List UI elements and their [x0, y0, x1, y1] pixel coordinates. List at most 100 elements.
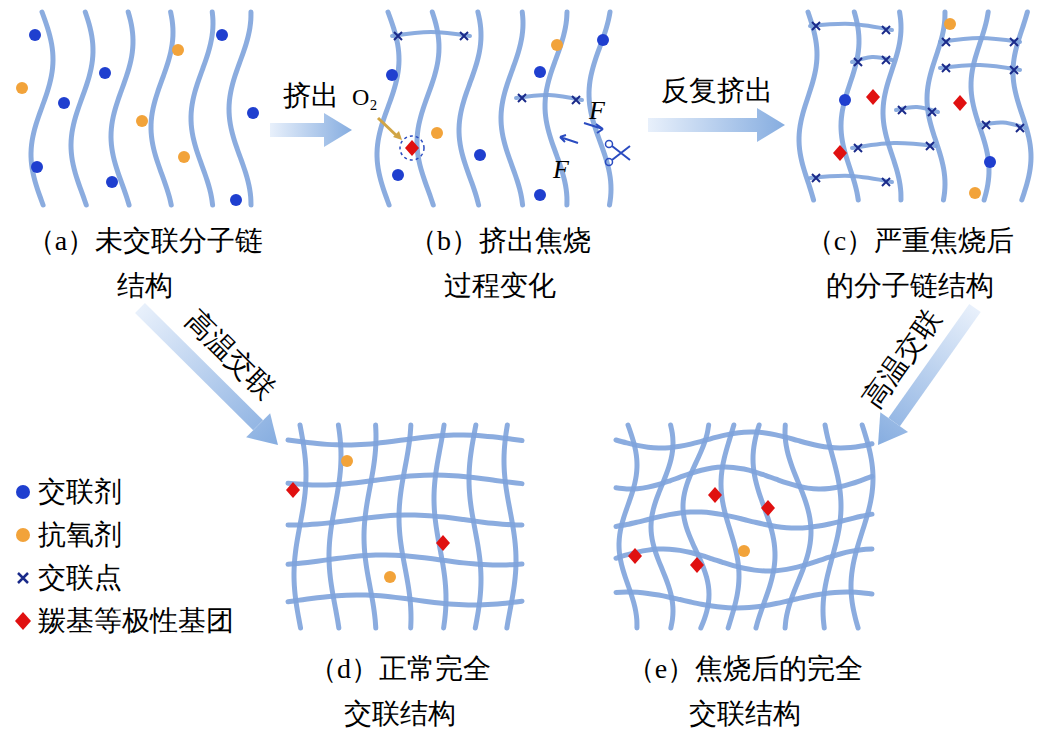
panel: （a）未交联分子链 结构 — [20, 8, 270, 308]
crosslink-point — [882, 178, 890, 186]
molecular-chain — [501, 12, 523, 205]
molecular-chain — [940, 65, 1020, 70]
figure-area — [400, 415, 401, 646]
crosslinker-dot — [534, 66, 546, 78]
crosslinker-dot — [597, 34, 609, 46]
crosslink-point — [1010, 38, 1018, 46]
antioxidant-dot — [969, 187, 981, 199]
crosslinker-dot — [386, 69, 398, 81]
crosslinker-dot — [58, 97, 70, 109]
molecular-chain — [288, 595, 522, 605]
crosslink-point — [460, 32, 468, 40]
crosslinker-dot — [534, 189, 546, 201]
panel-d-figure — [286, 425, 522, 628]
crosslink-point — [1010, 66, 1018, 74]
crosslinker-dot — [230, 194, 242, 206]
antioxidant-dot — [551, 39, 563, 51]
crosslink-point — [928, 108, 936, 116]
antioxidant-dot — [944, 18, 956, 30]
antioxidant-dot — [172, 44, 184, 56]
polar-group — [690, 557, 704, 573]
legend-swatch — [12, 567, 34, 589]
molecular-chain — [616, 467, 872, 489]
molecular-chain — [151, 12, 173, 205]
crosslinker-dot — [216, 29, 228, 41]
antioxidant-dot — [341, 455, 353, 467]
antioxidant-dot — [384, 571, 396, 583]
arrow-shaft — [648, 118, 757, 132]
panel-caption: （c）严重焦烧后 的分子链结构 — [804, 218, 1016, 308]
legend-text: 羰基等极性基团 — [38, 599, 234, 642]
crosslink-point — [882, 56, 890, 64]
arrow-head — [757, 108, 785, 142]
force-label: F — [589, 96, 605, 126]
legend-swatch — [12, 610, 34, 632]
molecular-chain — [434, 425, 446, 628]
force-label: F — [553, 155, 569, 185]
polar-group — [405, 140, 419, 156]
legend-swatch — [12, 524, 34, 546]
legend: 交联剂抗氧剂交联点羰基等极性基团 — [12, 470, 234, 642]
oxygen-arrow — [378, 118, 398, 137]
polar-group — [708, 487, 722, 503]
molecular-chain — [851, 425, 873, 628]
molecular-chain — [940, 38, 1020, 42]
panel-caption: （e）焦烧后的完全 交联结构 — [625, 646, 865, 729]
molecular-chain — [841, 12, 859, 200]
crosslink-point — [812, 174, 820, 182]
legend-text: 抗氧剂 — [38, 513, 122, 556]
molecular-chain — [616, 432, 872, 448]
legend-text: 交联点 — [38, 556, 122, 599]
molecular-chain — [721, 425, 739, 628]
panel-c-figure — [799, 12, 1031, 200]
panel: （d）正常完全 交联结构 — [278, 415, 522, 729]
polar-group — [436, 535, 450, 551]
crosslink-point — [394, 32, 402, 40]
molecular-chain — [459, 12, 481, 205]
molecular-chain — [417, 12, 439, 205]
arrow-head — [878, 412, 908, 445]
oxygen-arrowhead — [393, 131, 402, 140]
legend-swatch — [12, 481, 34, 503]
crosslink-point — [812, 22, 820, 30]
crosslink-point — [518, 94, 526, 102]
antioxidant-dot — [431, 127, 443, 139]
panel-caption: （a）未交联分子链 结构 — [25, 218, 265, 308]
legend-item: 羰基等极性基团 — [12, 599, 234, 642]
polar-group — [866, 89, 880, 105]
molecular-chain — [810, 176, 892, 182]
molecular-chain — [799, 12, 817, 200]
crosslink-point — [942, 38, 950, 46]
arrow-label: 高温交联 — [179, 304, 281, 406]
panel-a-figure — [16, 12, 259, 206]
molecular-chain — [288, 515, 522, 525]
polar-group — [761, 500, 775, 516]
panel-caption: （d）正常完全 交联结构 — [308, 646, 493, 729]
process-arrow — [270, 113, 352, 147]
molecular-chain — [111, 12, 133, 205]
molecular-chain — [392, 32, 470, 36]
polar-group — [628, 548, 642, 564]
arrow-head — [324, 113, 352, 147]
panel-b-figure — [377, 12, 630, 205]
arrow-label: 高温交联 — [857, 304, 948, 414]
oxygen-label: O₂ — [352, 84, 378, 111]
antioxidant-dot — [178, 151, 190, 163]
molecular-chain — [810, 24, 892, 30]
crosslink-point — [926, 142, 934, 150]
panel: （b）挤出焦烧 过程变化 — [352, 8, 648, 308]
polar-group — [286, 482, 300, 498]
crosslink-point — [854, 58, 862, 66]
molecular-chain — [469, 425, 481, 628]
panel: （c）严重焦烧后 的分子链结构 — [785, 8, 1035, 308]
crosslinker-dot — [247, 107, 259, 119]
molecular-chain — [71, 12, 93, 205]
crosslink-point — [572, 96, 580, 104]
crosslinker-dot — [106, 176, 118, 188]
figure-area — [145, 8, 146, 218]
legend-text: 交联剂 — [38, 470, 122, 513]
molecular-chain — [229, 12, 251, 205]
crosslink-point — [882, 26, 890, 34]
molecular-chain — [852, 143, 936, 148]
molecular-chain — [683, 425, 709, 628]
